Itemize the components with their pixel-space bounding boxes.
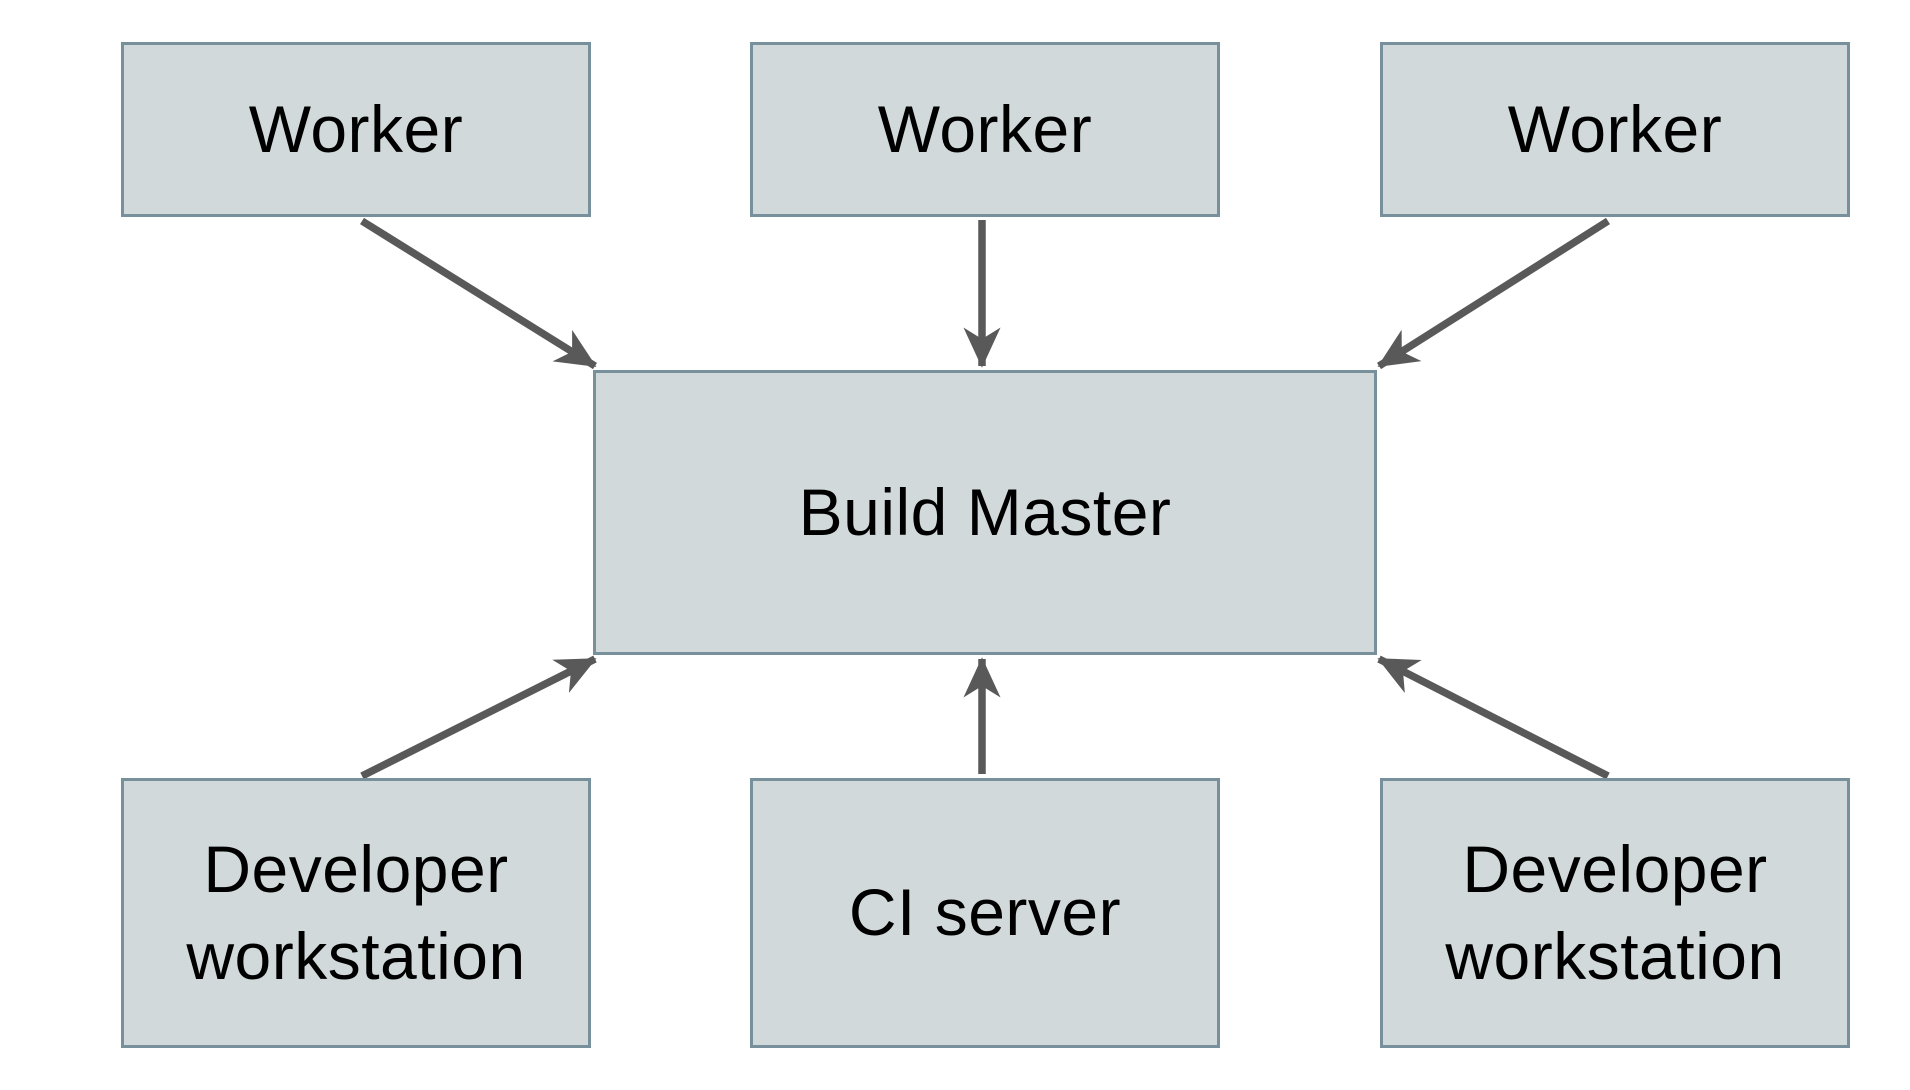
node-worker-1: Worker — [121, 42, 591, 217]
connector-arrow-developer-workstation-left-to-build-master — [360, 655, 597, 780]
node-label: Worker — [248, 91, 464, 166]
connector-arrow-worker-3-to-build-master — [1376, 217, 1611, 370]
node-label: Worker — [1507, 91, 1723, 166]
node-ci-server: CI server — [750, 778, 1220, 1048]
node-developer-workstation-right: Developer workstation — [1380, 778, 1850, 1048]
node-label: CI server — [848, 875, 1122, 950]
node-developer-workstation-left: Developer workstation — [121, 778, 591, 1048]
node-build-master: Build Master — [593, 370, 1377, 655]
node-worker-2: Worker — [750, 42, 1220, 217]
connector-arrow-developer-workstation-right-to-build-master — [1377, 655, 1610, 780]
node-worker-3: Worker — [1380, 42, 1850, 217]
node-label: Developer workstation — [186, 831, 526, 993]
connector-arrow-worker-1-to-build-master — [360, 217, 597, 370]
node-label: Developer workstation — [1445, 831, 1785, 993]
node-label: Worker — [877, 91, 1093, 166]
node-label: Build Master — [798, 474, 1172, 549]
